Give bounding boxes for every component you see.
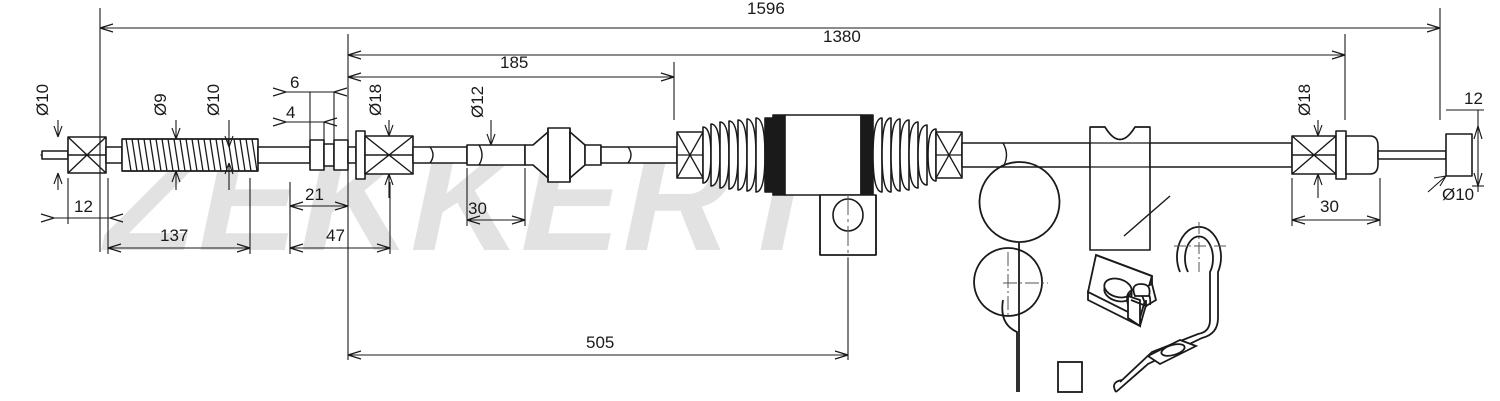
dim-1596 <box>99 23 1441 33</box>
cable-assembly <box>40 114 1473 340</box>
dimension-labels: 1596 1380 185 505 137 47 21 12 12 30 30 … <box>33 0 1483 352</box>
label-step-6: 6 <box>290 73 299 92</box>
dim-12-right <box>1446 109 1484 192</box>
label-step-4: 4 <box>286 103 295 122</box>
label-len-185: 185 <box>500 53 528 72</box>
dim-137 <box>107 178 251 254</box>
label-dia-10-cable: Ø10 <box>204 84 223 116</box>
label-len-21: 21 <box>305 185 324 204</box>
dim-47 <box>289 182 391 254</box>
dim-185 <box>347 72 675 82</box>
label-len-30R: 30 <box>1320 197 1339 216</box>
bellows-left <box>702 117 774 193</box>
mount-plate <box>1086 195 1171 328</box>
dimension-lines <box>40 8 1484 360</box>
right-end-block <box>1445 133 1473 177</box>
post-bellows-crimp <box>935 131 963 179</box>
label-dia-12: Ø12 <box>468 86 487 118</box>
right-flange <box>1335 130 1347 180</box>
label-len-1596: 1596 <box>747 0 785 18</box>
dim-505 <box>347 350 849 360</box>
label-dia-10-left: Ø10 <box>33 84 52 116</box>
cable-run-b <box>600 146 678 164</box>
left-flange <box>355 130 366 180</box>
dim-21 <box>289 201 349 211</box>
label-len-12R: 12 <box>1464 89 1483 108</box>
label-len-137: 137 <box>160 226 188 245</box>
dim-30-left <box>466 168 526 226</box>
label-len-1380: 1380 <box>823 27 861 46</box>
leader-line <box>1123 195 1171 237</box>
right-nose <box>1345 135 1379 175</box>
dim-6 <box>272 87 348 140</box>
coil-spring-sheath <box>121 138 259 172</box>
break-symbol-a <box>429 146 434 164</box>
mount-bracket <box>1089 126 1151 251</box>
left-stepped-collar <box>309 139 357 171</box>
label-len-505: 505 <box>586 333 614 352</box>
cable-run-d <box>1149 142 1293 168</box>
dia-leaders <box>53 120 1447 198</box>
bellows-right <box>872 117 937 193</box>
label-len-47: 47 <box>326 226 345 245</box>
label-dia-10-right: Ø10 <box>1442 185 1474 204</box>
center-bracket <box>772 114 877 340</box>
label-dia-9: Ø9 <box>151 93 170 116</box>
dim-12-left <box>40 178 124 224</box>
label-len-12L: 12 <box>74 197 93 216</box>
cable-run-a <box>412 146 468 164</box>
damper-block <box>524 127 602 183</box>
right-crimp-sleeve <box>1291 135 1337 175</box>
retaining-clip <box>973 161 1083 393</box>
left-tail-cable <box>41 150 69 160</box>
pre-bellows-crimp <box>676 131 704 179</box>
hook-clip <box>1113 222 1226 393</box>
break-symbol-b <box>627 146 632 164</box>
dim-1380 <box>347 50 1346 60</box>
right-thin-rod <box>1377 150 1447 160</box>
dim-30-right <box>1291 178 1381 226</box>
label-dia-18-left: Ø18 <box>366 84 385 116</box>
rod-12 <box>466 144 526 166</box>
cable-section-10 <box>257 146 311 164</box>
ferrule-neck <box>105 146 123 164</box>
label-len-30L: 30 <box>468 199 487 218</box>
accessory-parts <box>973 161 1226 393</box>
left-crimp-sleeve <box>364 135 414 175</box>
label-dia-18-right: Ø18 <box>1295 84 1314 116</box>
dim-4 <box>272 117 338 144</box>
